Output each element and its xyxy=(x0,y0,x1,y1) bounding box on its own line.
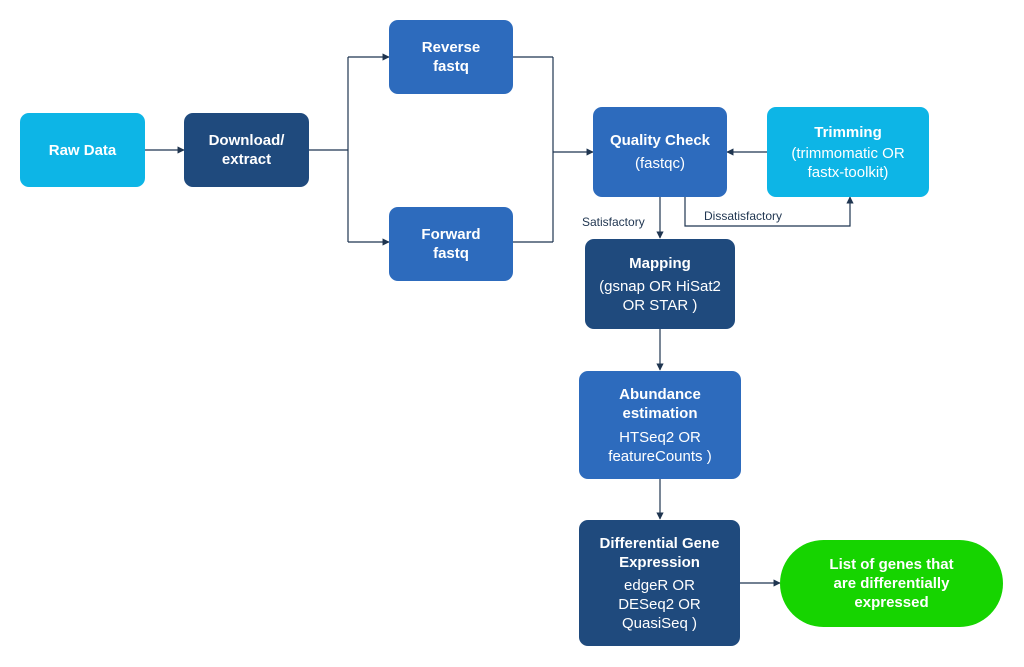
node-abundance-estimation-title: Abundance estimation xyxy=(619,385,701,422)
node-mapping-title: Mapping xyxy=(629,254,691,272)
node-quality-check-title: Quality Check xyxy=(609,132,711,149)
node-differential-gene-expression: Differential Gene Expression edgeR OR DE… xyxy=(579,520,740,646)
node-quality-check: Quality Check (fastqc) xyxy=(593,107,727,197)
node-abundance-estimation: Abundance estimation HTSeq2 OR featureCo… xyxy=(579,371,741,479)
node-result-title: List of genes that are differentially ex… xyxy=(829,556,954,611)
label-dissatisfactory: Dissatisfactory xyxy=(704,209,783,223)
label-satisfactory: Satisfactory xyxy=(582,215,645,229)
node-forward-fastq: Forward fastq xyxy=(389,207,513,281)
node-download-extract: Download/ extract xyxy=(184,113,309,187)
node-reverse-fastq-title: Reverse fastq xyxy=(421,39,481,75)
node-trimming: Trimming (trimmomatic OR fastx-toolkit) xyxy=(767,107,929,197)
node-trimming-tool: (trimmomatic OR fastx-toolkit) xyxy=(791,144,905,181)
node-forward-fastq-title: Forward fastq xyxy=(421,226,481,262)
node-mapping: Mapping (gsnap OR HiSat2 OR STAR ) xyxy=(585,239,735,329)
node-download-extract-title: Download/ extract xyxy=(208,132,285,168)
edge-qc-to-trimming xyxy=(684,196,854,227)
node-result-gene-list: List of genes that are differentially ex… xyxy=(780,540,1003,627)
node-raw-data: Raw Data xyxy=(20,113,145,187)
node-dge-title: Differential Gene Expression xyxy=(599,534,720,571)
node-trimming-title: Trimming xyxy=(814,123,882,141)
node-quality-check-tool: (fastqc) xyxy=(634,155,685,172)
node-reverse-fastq: Reverse fastq xyxy=(389,20,513,94)
node-dge-tool: edgeR OR DESeq2 OR QuasiSeq ) xyxy=(618,576,701,632)
node-mapping-tool: (gsnap OR HiSat2 OR STAR ) xyxy=(599,277,721,314)
node-abundance-estimation-tool: HTSeq2 OR featureCounts ) xyxy=(608,428,712,465)
node-raw-data-title: Raw Data xyxy=(48,141,117,159)
